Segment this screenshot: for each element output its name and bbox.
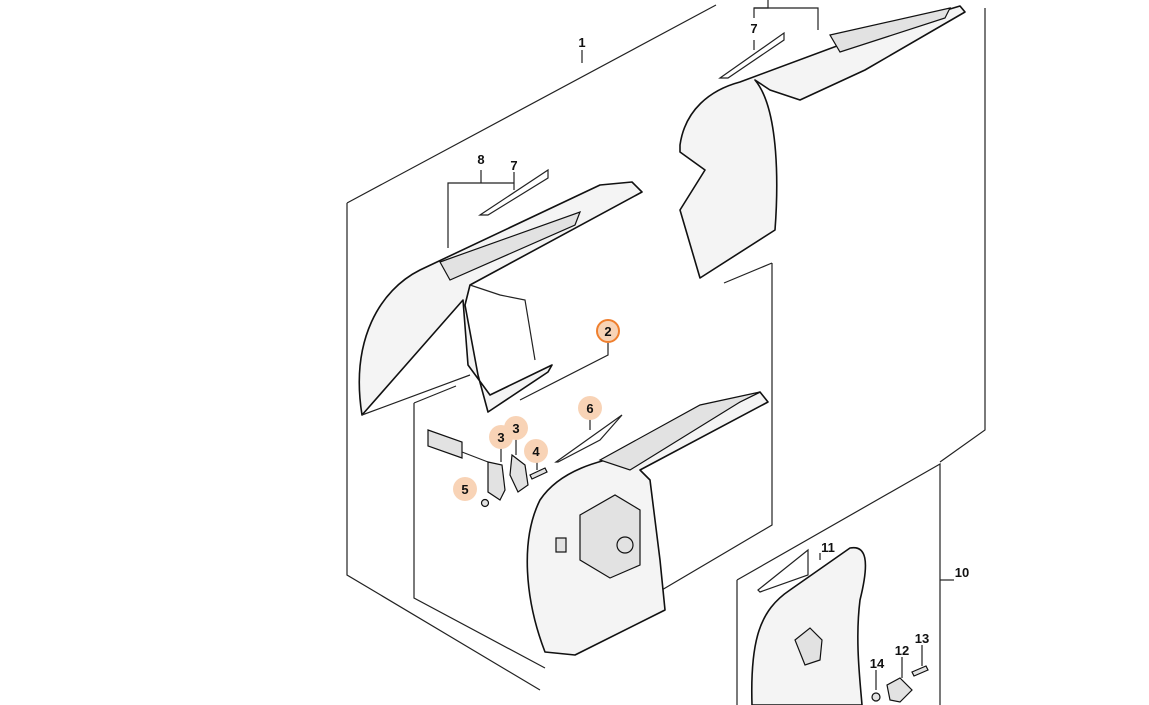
nut-14 — [871, 692, 881, 702]
label-sheet-11 — [757, 548, 809, 593]
callout-1[interactable]: 1 — [578, 35, 585, 50]
shaft-bolt — [461, 451, 489, 463]
screw-4 — [529, 467, 548, 480]
callout-3b[interactable]: 3 — [504, 416, 528, 440]
label-sheet-7b — [718, 31, 785, 79]
svg-text:5: 5 — [461, 482, 468, 497]
blade-hub — [794, 627, 823, 666]
svg-text:3: 3 — [497, 430, 504, 445]
label-sheet-7a — [478, 168, 549, 216]
leader-2 — [519, 343, 609, 401]
callout-4[interactable]: 4 — [524, 439, 548, 463]
clamp-part-a — [487, 461, 506, 501]
clip-12 — [886, 677, 913, 703]
svg-text:2: 2 — [604, 324, 611, 339]
callout-7a[interactable]: 7 — [510, 158, 517, 173]
shaft-part — [427, 429, 463, 459]
group-frame-1 — [346, 4, 986, 691]
callout-8[interactable]: 8 — [477, 152, 484, 167]
center-guard-ribs — [598, 391, 761, 471]
svg-text:4: 4 — [532, 444, 540, 459]
mount-hole — [616, 536, 634, 554]
screw-13 — [911, 665, 929, 677]
left-guard-inner — [361, 284, 536, 416]
callout-12[interactable]: 12 — [895, 643, 909, 658]
motor-mount — [579, 494, 641, 579]
slot — [555, 537, 567, 553]
callout-2-selected[interactable]: 2 — [596, 319, 620, 343]
svg-text:3: 3 — [512, 421, 519, 436]
callout-14[interactable]: 14 — [870, 656, 885, 671]
clamp-part-b — [509, 453, 529, 493]
left-guard-ribs — [439, 210, 582, 281]
callout-6[interactable]: 6 — [578, 396, 602, 420]
center-guard-part — [526, 391, 769, 656]
callout-7b[interactable]: 7 — [750, 21, 757, 36]
leader-7top — [754, 7, 819, 30]
right-guard-part — [679, 5, 966, 279]
group-frame-10 — [736, 462, 941, 705]
nut-5 — [480, 498, 490, 508]
callout-11[interactable]: 11 — [821, 540, 835, 555]
label-sheet-6 — [554, 414, 623, 463]
callout-10[interactable]: 10 — [955, 565, 969, 580]
blade-part — [750, 546, 867, 705]
callout-13[interactable]: 13 — [915, 631, 929, 646]
left-guard-part — [358, 181, 643, 416]
svg-text:6: 6 — [586, 401, 593, 416]
callout-5[interactable]: 5 — [453, 477, 477, 501]
right-guard-ribs — [829, 7, 952, 53]
group-frame-2 — [413, 262, 773, 669]
leader-8 — [447, 170, 514, 248]
